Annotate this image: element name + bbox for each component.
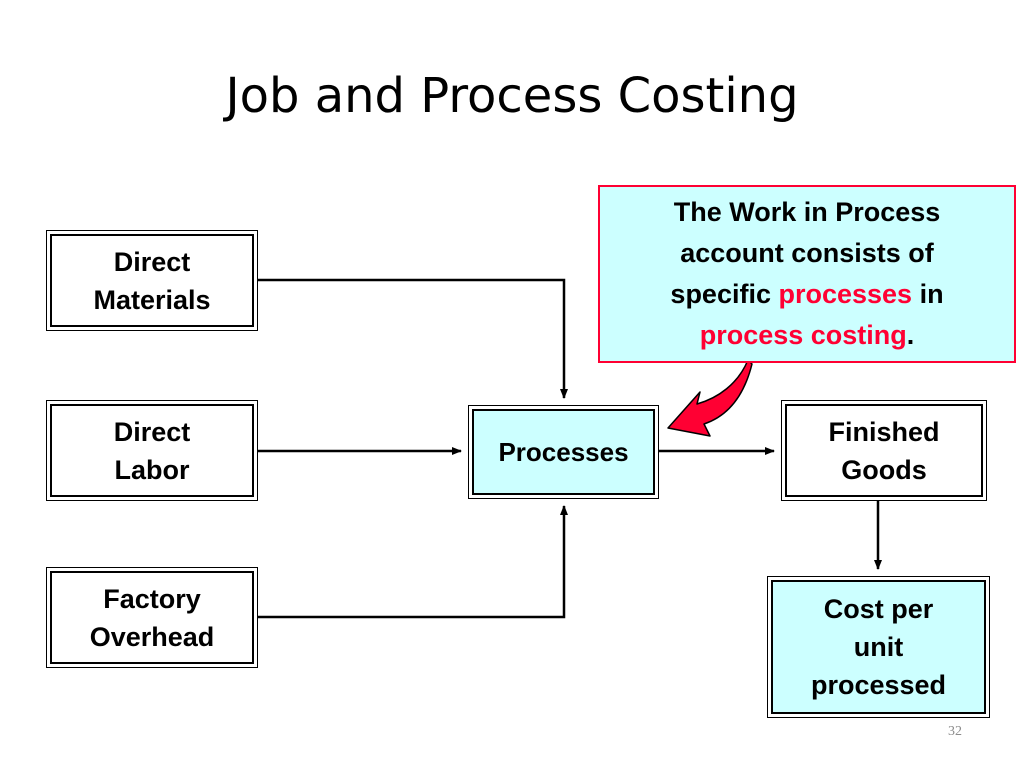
- callout-text: in: [912, 279, 944, 309]
- callout-line: specific processes in: [670, 274, 943, 315]
- direct-materials-box: Direct Materials: [46, 230, 258, 331]
- cost-per-unit-box: Cost per unit processed: [767, 576, 990, 718]
- callout-pointer-arrow: [667, 359, 753, 437]
- box-label-line: Materials: [93, 284, 211, 315]
- connector-overhead-to-processes: [258, 505, 568, 619]
- finished-goods-box: Finished Goods: [781, 400, 987, 501]
- box-label-line: Goods: [841, 454, 927, 485]
- box-label-line: Overhead: [89, 621, 215, 652]
- box-label-line: Cost per: [823, 594, 934, 624]
- callout-text: .: [906, 320, 915, 350]
- box-label-line: Direct: [113, 246, 191, 277]
- box-label-line: Finished: [828, 416, 940, 447]
- callout-text: specific: [670, 279, 779, 309]
- box-label-line: Factory: [103, 583, 201, 614]
- callout-line: process costing.: [670, 315, 943, 356]
- box-label-line: Direct: [113, 416, 191, 447]
- processes-box: Processes: [468, 405, 659, 499]
- box-label-line: Processes: [498, 437, 629, 467]
- box-label-line: unit: [853, 632, 904, 662]
- direct-labor-box: Direct Labor: [46, 400, 258, 501]
- callout-line: account consists of: [680, 238, 934, 268]
- factory-overhead-box: Factory Overhead: [46, 567, 258, 668]
- callout-highlight: process costing: [699, 320, 907, 350]
- page-number: 32: [948, 724, 962, 739]
- callout-box: The Work in Process account consists of …: [598, 185, 1016, 363]
- box-label-line: Labor: [114, 454, 190, 485]
- callout-highlight: processes: [778, 279, 913, 309]
- box-label-line: processed: [810, 670, 947, 700]
- slide-title: Job and Process Costing: [225, 68, 799, 124]
- connector-materials-to-processes: [258, 278, 568, 399]
- callout-line: The Work in Process: [673, 197, 941, 227]
